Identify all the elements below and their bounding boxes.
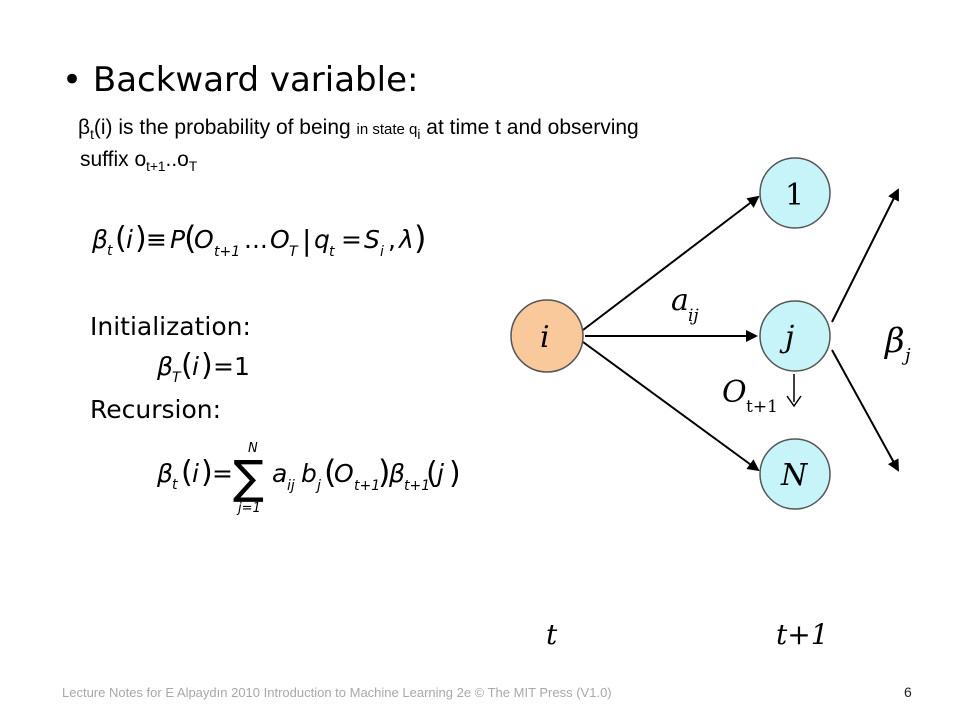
rec-rparen3: ) <box>449 456 461 491</box>
recursion-block: Recursion: β t ( i ) = N ∑ j=1 a ij b j … <box>90 395 461 516</box>
init-i: i <box>192 352 199 381</box>
eq1-i: i <box>126 225 133 254</box>
rec-sub-tp1: t+1 <box>354 478 380 494</box>
O-label: O <box>722 375 747 410</box>
eq1-sub-t: t <box>107 243 113 259</box>
eq1-lparen2: ( <box>184 219 196 257</box>
footer-text: Lecture Notes for E Alpaydın 2010 Introd… <box>62 685 612 700</box>
rec-label: Recursion: <box>90 395 221 424</box>
eq1-beta: β <box>91 225 108 254</box>
rec-sub-ij: ij <box>287 478 295 494</box>
beta-sub-t: t <box>90 127 94 143</box>
description-line-2: suffix ot+1..oT <box>80 148 197 174</box>
init-lparen: ( <box>181 348 193 383</box>
rec-O: O <box>334 459 354 488</box>
beta-symbol: β <box>78 116 91 139</box>
description-line-1: βt(i) is the probability of being in sta… <box>78 116 639 142</box>
eq1-lambda: λ <box>397 225 414 254</box>
eq1-O: O <box>194 225 214 254</box>
rec-rparen: ) <box>201 455 213 490</box>
node-i-label: i <box>540 320 550 355</box>
desc-sub-i: i <box>417 127 421 143</box>
arrow-j-up <box>831 188 899 323</box>
eq1-P: P <box>170 225 186 254</box>
eq1-lparen: ( <box>115 221 127 256</box>
eq1-sub-tp1: t+1 <box>214 244 240 260</box>
eq1-defeq: ≡ <box>146 225 167 254</box>
a-label: a <box>671 283 689 318</box>
eq1-rparen: ) <box>135 221 147 256</box>
beta-sub-j: j <box>901 345 911 366</box>
rec-sub-j: j <box>315 478 321 494</box>
rec-sum-lower: j=1 <box>236 501 261 516</box>
time-t-label: t <box>546 618 558 651</box>
rec-beta2: β <box>388 459 405 488</box>
rec-sigma: ∑ <box>233 450 264 504</box>
emission-arrow-head <box>786 395 802 408</box>
arrow-j-down <box>831 349 899 472</box>
time-t1-label: t+1 <box>776 618 829 651</box>
a-sub-ij: ij <box>688 306 699 326</box>
desc-sub-tp1: t+1 <box>146 159 166 175</box>
desc-sub-T: T <box>188 159 198 175</box>
init-one: 1 <box>234 352 250 381</box>
eq1-rparen2: ) <box>414 219 426 257</box>
init-label: Initialization: <box>90 312 251 341</box>
bullet-symbol: • <box>62 60 83 100</box>
rec-beta: β <box>156 459 173 488</box>
eq1-S: S <box>364 225 380 254</box>
rec-rparen2: ) <box>378 453 390 491</box>
eq1-comma: , <box>388 225 396 254</box>
rec-lparen: ( <box>181 455 193 490</box>
page-number: 6 <box>904 684 912 700</box>
rec-j: j <box>434 459 444 488</box>
node-1 <box>759 157 831 229</box>
arrow-i-to-1 <box>582 195 760 331</box>
eq1-q: q <box>314 225 330 254</box>
desc-text-b: at time t and observing <box>420 116 639 139</box>
title-text: Backward variable: <box>92 60 419 100</box>
initialization-block: Initialization: β T ( i ) = 1 <box>90 312 251 386</box>
rec-sub-tp1b: t+1 <box>404 478 430 494</box>
eq1-equals: = <box>341 225 362 254</box>
init-beta: β <box>156 352 173 381</box>
desc-dots: ..o <box>165 148 189 171</box>
beta-j-label: β <box>883 321 905 361</box>
rec-sub-t: t <box>172 477 178 493</box>
node-N <box>759 438 831 510</box>
node-N-label: N <box>780 458 809 493</box>
definition-equation: β t ( i ) ≡ P ( O t+1 ... O T | q t = S … <box>91 219 426 260</box>
trellis-diagram: i 1 j N a ij O t+1 β j t t+1 <box>510 157 911 651</box>
eq1-sub-t2: t <box>329 244 335 260</box>
init-sub-T: T <box>172 370 182 386</box>
init-rparen: ) <box>201 348 213 383</box>
rec-a: a <box>272 459 287 488</box>
rec-sum-upper: N <box>248 441 258 456</box>
eq1-ellipsis: ... <box>244 225 268 254</box>
node-1-label: 1 <box>785 178 804 213</box>
rec-equals: = <box>212 459 233 488</box>
rec-i: i <box>192 459 199 488</box>
eq1-bar: | <box>302 224 311 257</box>
eq1-sub-T: T <box>289 244 299 260</box>
desc-text-a: (i) is the probability of being <box>93 116 357 139</box>
rec-b: b <box>301 459 317 488</box>
desc-suffix: suffix o <box>80 148 147 171</box>
rec-lparen2: ( <box>324 453 336 491</box>
desc-text-state: in state q <box>356 121 418 138</box>
O-sub-tp1: t+1 <box>746 397 778 417</box>
rec-lparen3: ( <box>426 456 438 491</box>
node-j <box>759 300 831 372</box>
arrow-i-to-N <box>582 341 760 472</box>
slide-title: • Backward variable: <box>62 60 418 100</box>
node-i <box>510 299 584 373</box>
eq1-O2: O <box>270 225 290 254</box>
eq1-sub-i: i <box>380 244 384 260</box>
init-equals: = <box>213 352 234 381</box>
